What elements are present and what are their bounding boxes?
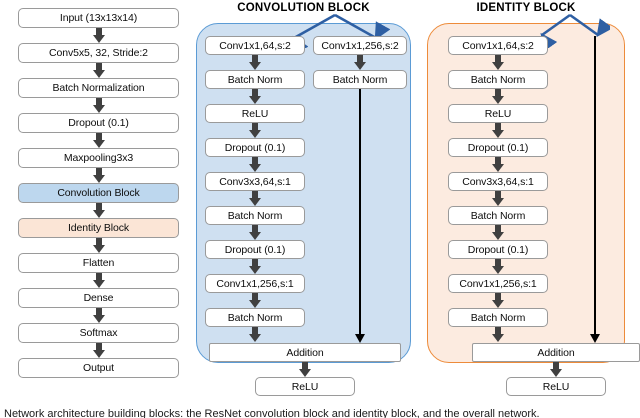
arrow-down	[247, 157, 263, 172]
arrow-down	[247, 191, 263, 206]
arrow-down	[91, 343, 107, 358]
conv-node-conv3x3-64: Conv3x3,64,s:1	[205, 172, 305, 191]
arrow-down	[91, 308, 107, 323]
arrow-down	[247, 327, 263, 343]
figure-caption: Network architecture building blocks: th…	[4, 408, 540, 418]
node-batch-normalization: Batch Normalization	[18, 78, 179, 98]
arrow-down	[490, 191, 506, 206]
conv-shortcut-node-conv1x1-256: Conv1x1,256,s:2	[313, 36, 407, 55]
ident-node-batch-norm-3: Batch Norm	[448, 308, 548, 327]
node-maxpooling: Maxpooling3x3	[18, 148, 179, 168]
arrow-down	[247, 55, 263, 70]
node-dropout: Dropout (0.1)	[18, 113, 179, 133]
conv-shortcut-node-batch-norm: Batch Norm	[313, 70, 407, 89]
arrow-down	[91, 238, 107, 253]
conv-node-conv1x1-64: Conv1x1,64,s:2	[205, 36, 305, 55]
arrow-down	[91, 133, 107, 148]
ident-node-relu: ReLU	[448, 104, 548, 123]
node-flatten: Flatten	[18, 253, 179, 273]
node-dense: Dense	[18, 288, 179, 308]
conv-node-dropout-1: Dropout (0.1)	[205, 138, 305, 157]
arrow-down	[490, 89, 506, 104]
ident-node-batch-norm-2: Batch Norm	[448, 206, 548, 225]
arrow-down	[490, 259, 506, 274]
arrow-down	[297, 362, 313, 377]
node-output: Output	[18, 358, 179, 378]
branch-arrows-icon	[292, 13, 390, 48]
arrow-down	[548, 362, 564, 377]
ident-shortcut-skip-arrow	[587, 36, 603, 344]
arrow-down	[490, 157, 506, 172]
conv-node-conv1x1-256: Conv1x1,256,s:1	[205, 274, 305, 293]
identity-block-title: IDENTITY BLOCK	[476, 2, 576, 14]
ident-node-conv1x1-64: Conv1x1,64,s:2	[448, 36, 548, 55]
arrow-down	[490, 123, 506, 138]
arrow-down	[247, 259, 263, 274]
conv-node-batch-norm-1: Batch Norm	[205, 70, 305, 89]
arrow-down	[91, 98, 107, 113]
arrow-down	[247, 225, 263, 240]
convolution-block-title: CONVOLUTION BLOCK	[237, 2, 370, 14]
conv-node-output-relu: ReLU	[255, 377, 355, 396]
conv-shortcut-skip-arrow	[352, 89, 368, 344]
arrow-down	[91, 168, 107, 183]
conv-node-relu: ReLU	[205, 104, 305, 123]
arrow-down	[247, 89, 263, 104]
ident-node-batch-norm-1: Batch Norm	[448, 70, 548, 89]
arrow-down	[91, 203, 107, 218]
arrow-down	[490, 55, 506, 70]
node-convolution-block: Convolution Block	[18, 183, 179, 203]
arrow-down	[91, 273, 107, 288]
ident-node-dropout-1: Dropout (0.1)	[448, 138, 548, 157]
ident-node-conv1x1-256: Conv1x1,256,s:1	[448, 274, 548, 293]
arrow-down	[91, 63, 107, 78]
arrow-down	[490, 225, 506, 240]
ident-node-output-relu: ReLU	[506, 377, 606, 396]
ident-node-addition: Addition	[472, 343, 640, 362]
branch-arrows-icon	[540, 13, 610, 48]
ident-node-dropout-2: Dropout (0.1)	[448, 240, 548, 259]
conv-node-dropout-2: Dropout (0.1)	[205, 240, 305, 259]
node-identity-block: Identity Block	[18, 218, 179, 238]
arrow-down	[352, 55, 368, 70]
arrow-down	[490, 327, 506, 343]
arrow-down	[490, 293, 506, 308]
node-softmax: Softmax	[18, 323, 179, 343]
arrow-down	[247, 123, 263, 138]
arrow-down	[91, 28, 107, 43]
conv-node-batch-norm-2: Batch Norm	[205, 206, 305, 225]
conv-node-batch-norm-3: Batch Norm	[205, 308, 305, 327]
conv-node-addition: Addition	[209, 343, 401, 362]
node-input: Input (13x13x14)	[18, 8, 179, 28]
arrow-down	[247, 293, 263, 308]
ident-node-conv3x3-64: Conv3x3,64,s:1	[448, 172, 548, 191]
node-conv5x5: Conv5x5, 32, Stride:2	[18, 43, 179, 63]
